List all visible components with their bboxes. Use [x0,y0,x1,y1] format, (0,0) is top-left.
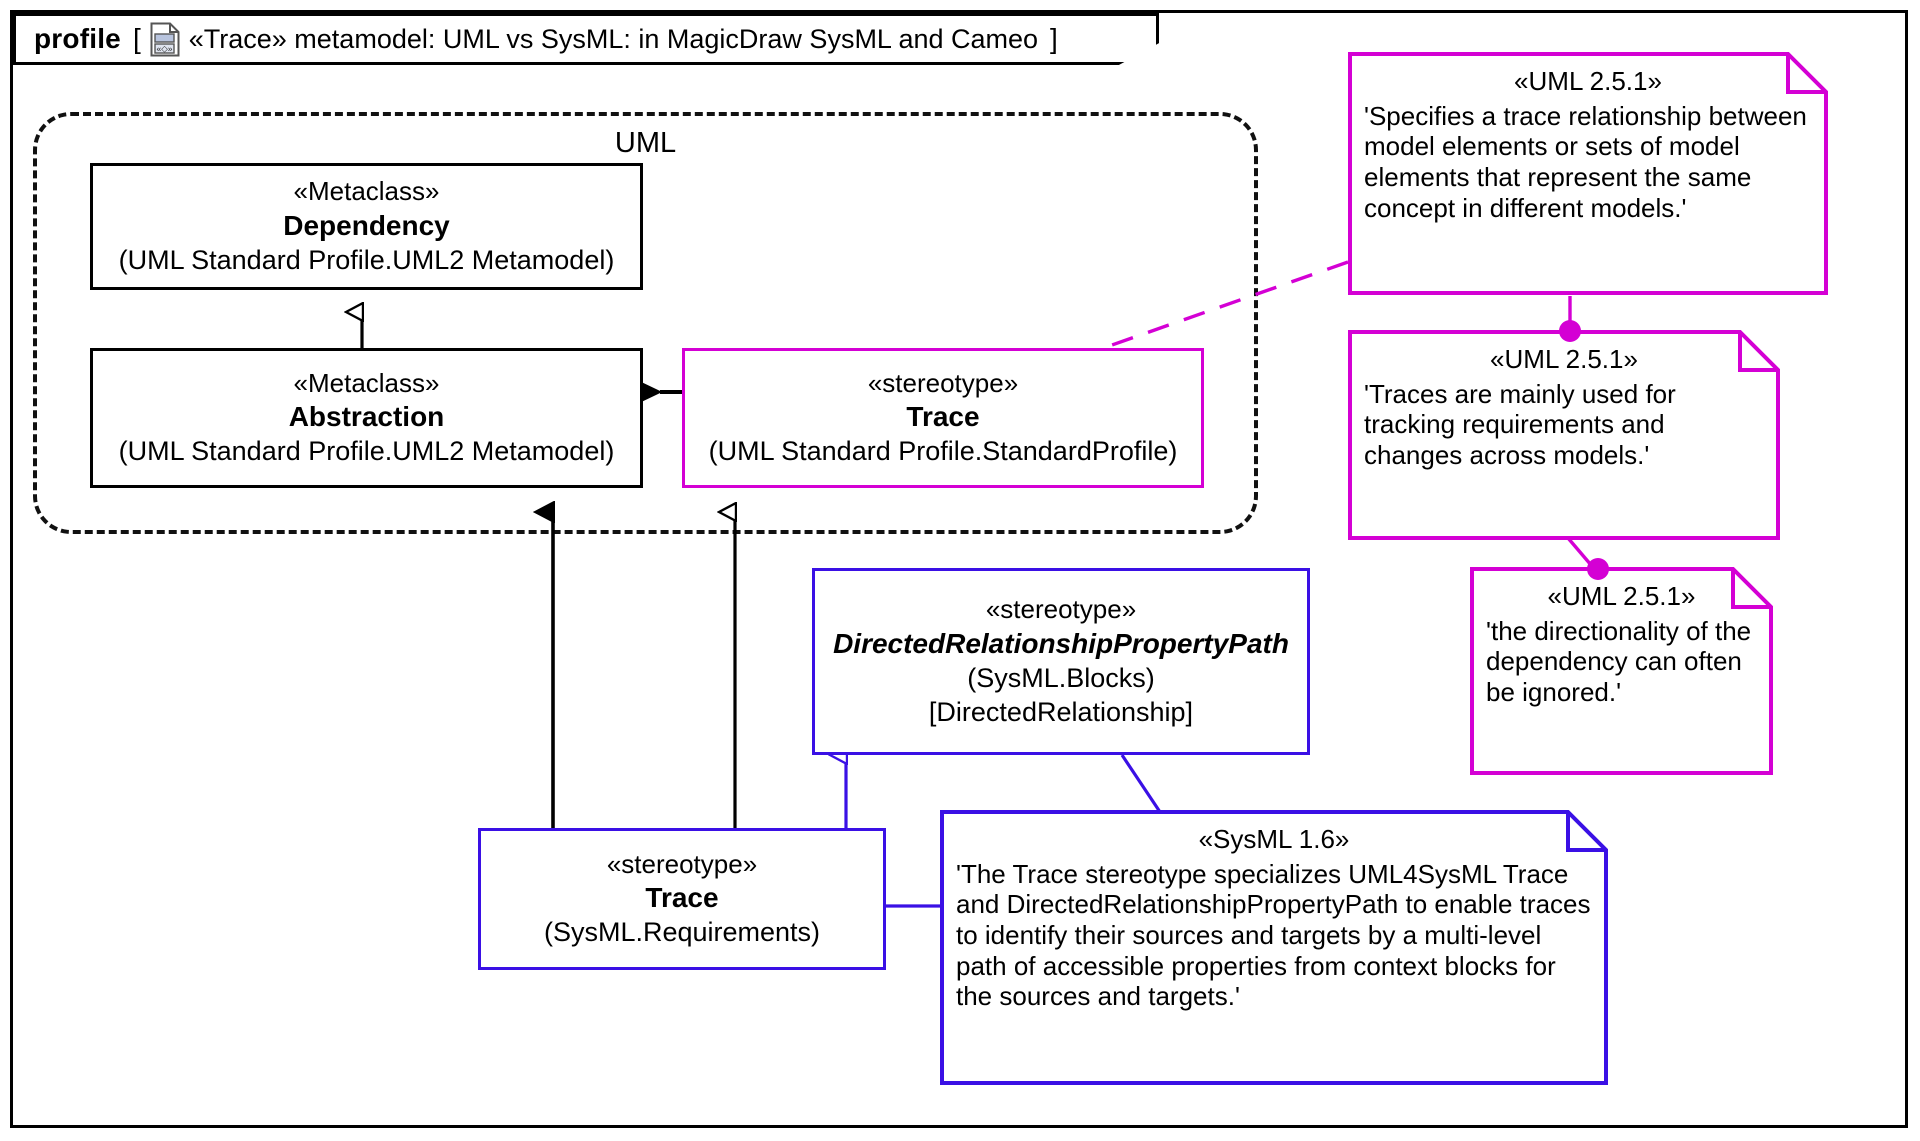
note-text-wrap: «SysML 1.6» 'The Trace stereotype specia… [940,810,1608,1085]
class-box-abstraction[interactable]: «Metaclass» Abstraction (UML Standard Pr… [90,348,643,488]
class-box-dependency[interactable]: «Metaclass» Dependency (UML Standard Pro… [90,163,643,290]
class-box-trace-sysml[interactable]: «stereotype» Trace (SysML.Requirements) [478,828,886,970]
note-text-wrap: «UML 2.5.1» 'Traces are mainly used for … [1348,330,1780,540]
class-box-drpp[interactable]: «stereotype» DirectedRelationshipPropert… [812,568,1310,755]
profile-document-icon: «◇» [150,22,180,57]
note-shape [940,810,1608,1085]
class-name: Abstraction [288,401,445,433]
class-keyword: «stereotype» [867,367,1019,398]
class-keyword: «stereotype» [985,594,1137,625]
class-name: Trace [645,882,719,914]
class-name: DirectedRelationshipPropertyPath [833,628,1289,660]
note-text-wrap: «UML 2.5.1» 'the directionality of the d… [1470,567,1773,775]
note-uml-specifies[interactable]: «UML 2.5.1» 'Specifies a trace relations… [1348,52,1828,295]
note-sysml-trace[interactable]: «SysML 1.6» 'The Trace stereotype specia… [940,810,1608,1085]
class-keyword: «stereotype» [606,848,758,879]
class-name: Dependency [283,209,450,241]
class-keyword: «Metaclass» [293,367,440,398]
note-header: «UML 2.5.1» [1490,344,1638,374]
note-header: «UML 2.5.1» [1547,581,1696,611]
note-text-wrap: «UML 2.5.1» 'Specifies a trace relations… [1348,52,1828,295]
class-qualified-name: (SysML.Blocks) [967,663,1155,693]
note-link-dot-top [1559,320,1581,342]
bracket-open: [ [132,23,141,54]
class-qualified-name: (UML Standard Profile.StandardProfile) [708,436,1178,467]
page-title: «Trace» metamodel: UML vs SysML: in Magi… [188,23,1039,54]
diagram-title-bar: profile [ «◇» «Trace» metamodel: UML vs … [13,13,1159,65]
note-body-text: 'The Trace stereotype specializes UML4Sy… [956,858,1591,1012]
class-keyword: «Metaclass» [293,176,440,207]
note-shape [1348,330,1780,540]
bracket-close: ] [1050,23,1058,54]
note-uml-directionality[interactable]: «UML 2.5.1» 'the directionality of the d… [1470,567,1773,775]
note-uml-traces[interactable]: «UML 2.5.1» 'Traces are mainly used for … [1348,330,1780,540]
note-body-text: 'Specifies a trace relationship between … [1364,100,1807,223]
note-header: «UML 2.5.1» [1514,66,1662,96]
note-link-dot-bottom [1587,558,1609,580]
note-body-text: 'Traces are mainly used for tracking req… [1364,378,1676,471]
note-shape [1470,567,1773,775]
class-qualified-name: (SysML.Requirements) [543,917,821,948]
class-qualified-name: (UML Standard Profile.UML2 Metamodel) [118,436,615,467]
frame-keyword: profile [34,23,121,54]
svg-text:«◇»: «◇» [156,43,172,53]
class-box-trace-uml[interactable]: «stereotype» Trace (UML Standard Profile… [682,348,1204,488]
class-bracket-label: [DirectedRelationship] [928,696,1194,727]
note-shape [1348,52,1828,295]
note-header: «SysML 1.6» [1198,824,1350,854]
note-body-text: 'the directionality of the dependency ca… [1486,615,1752,708]
class-name: Trace [906,401,980,433]
class-qualified-name: (UML Standard Profile.UML2 Metamodel) [118,244,615,275]
